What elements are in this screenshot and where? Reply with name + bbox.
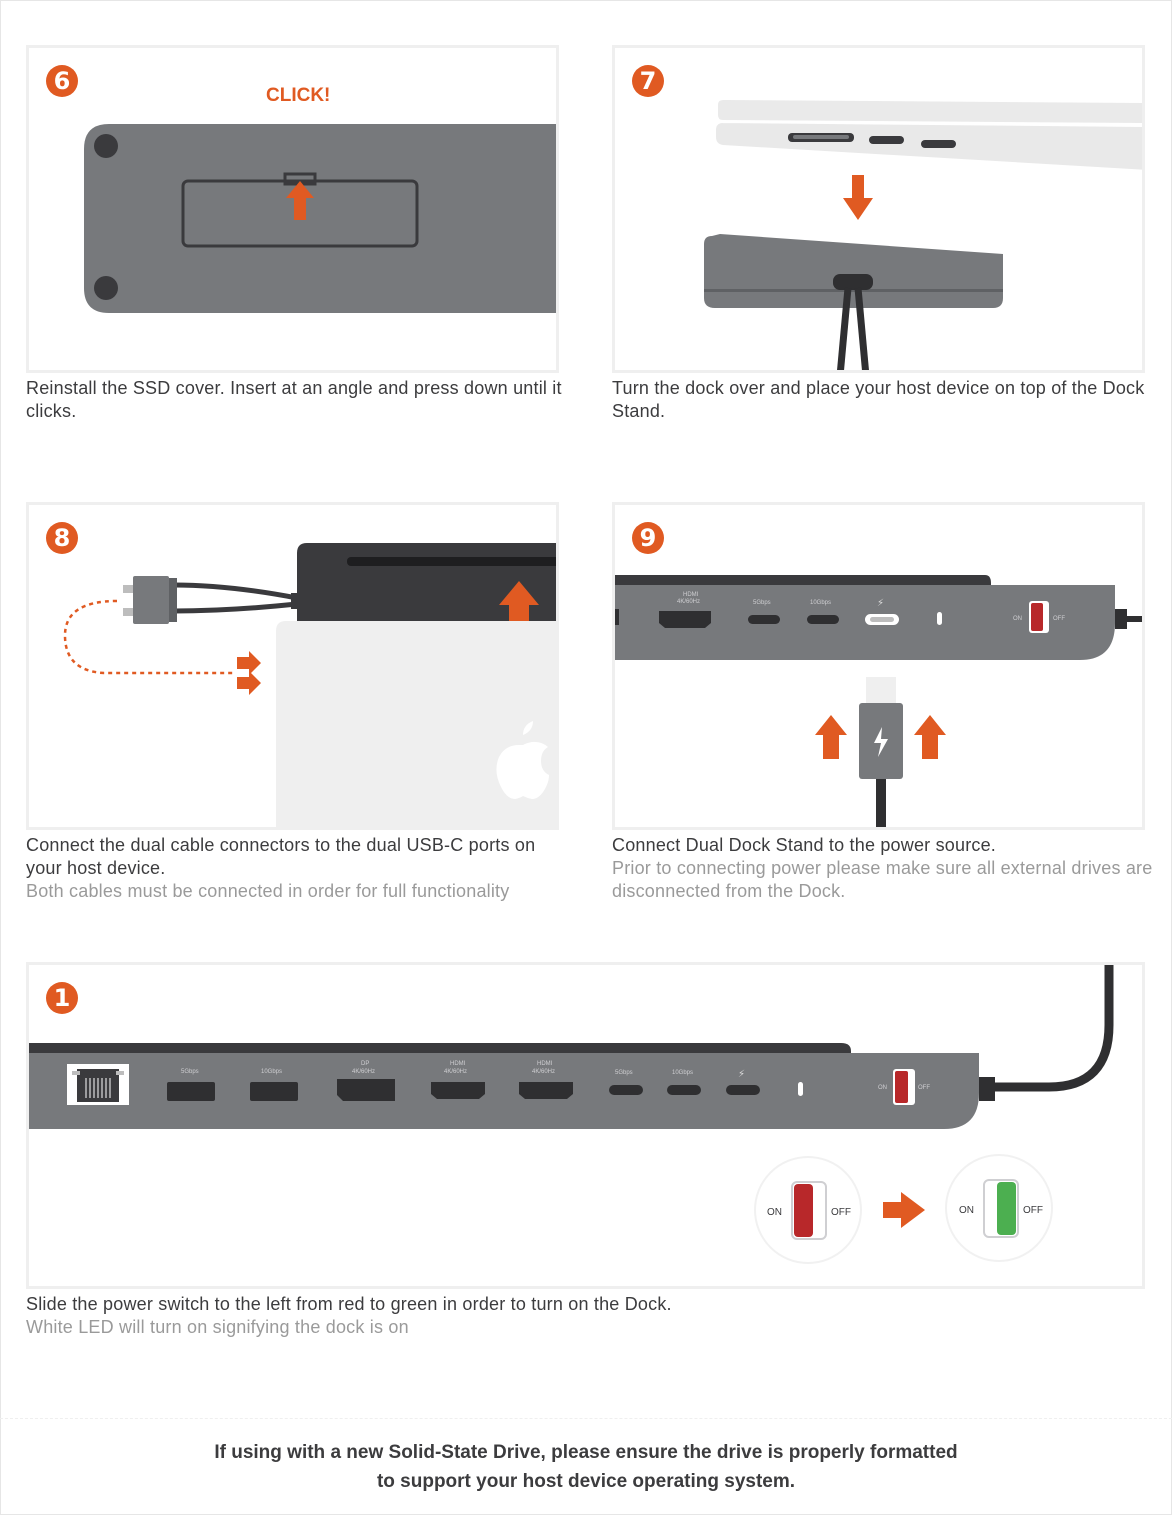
caption-note: White LED will turn on signifying the do… (26, 1317, 409, 1337)
dp-res-label: 4K/60Hz (352, 1069, 375, 1075)
lightning-icon: ⚡ (738, 1069, 745, 1080)
up-arrow-icon (286, 181, 314, 220)
step-number-badge: 7 (632, 65, 664, 97)
dashed-path-shape (63, 599, 234, 675)
step-number-badge: 8 (46, 522, 78, 554)
power-plug-shape (859, 677, 903, 827)
switch-off-label: OFF (1053, 616, 1065, 622)
footer-band (0, 1418, 1172, 1516)
caption-text: Connect Dual Dock Stand to the power sou… (612, 835, 997, 855)
detail-on-label: ON (767, 1207, 782, 1218)
step-9-caption: Connect Dual Dock Stand to the power sou… (612, 834, 1157, 903)
hdmi2-port-label: HDMI (537, 1061, 553, 1067)
lightning-icon: ⚡ (877, 598, 884, 609)
footer-line-1: If using with a new Solid-State Drive, p… (214, 1442, 958, 1463)
power-cable-shape (979, 965, 1114, 1101)
right-arrow-icon (883, 1192, 925, 1228)
step-number-badge: 6 (46, 65, 78, 97)
ssd-cover-drawing (84, 124, 556, 313)
step-8-illustration: 8 (26, 502, 559, 830)
dual-cable-drawing (63, 543, 556, 827)
caption-text: Turn the dock over and place your host d… (612, 378, 1145, 421)
step-6-illustration: 6 CLICK! (26, 45, 559, 373)
right-arrow-icon (237, 651, 261, 695)
caption-note: Both cables must be connected in order f… (26, 881, 510, 901)
dock-shape (704, 234, 1003, 370)
hdmi1-port-label: HDMI (450, 1061, 466, 1067)
ports-row: HDMI 4K/60Hz 5Gbps 10Gbps ⚡ ON OFF (659, 592, 1065, 633)
switch-off-state-detail: ON OFF (754, 1156, 862, 1264)
usbc-10gbps-label: 10Gbps (810, 600, 831, 606)
dock-top-shape (297, 543, 556, 635)
power-connect-drawing: HDMI 4K/60Hz 5Gbps 10Gbps ⚡ ON OFF (615, 575, 1142, 827)
ports-row: 5Gbps 10Gbps DP 4K/60Hz HDMI 4K/60Hz HDM… (67, 1061, 930, 1105)
power-switch-caption: Slide the power switch to the left from … (26, 1293, 1126, 1339)
footer-notice: If using with a new Solid-State Drive, p… (0, 1438, 1172, 1496)
switch-on-label: ON (878, 1085, 887, 1091)
usbc1-5gbps-label: 5Gbps (615, 1070, 633, 1076)
up-arrow-icon (815, 715, 946, 759)
detail-off-label: OFF (1023, 1205, 1043, 1216)
caption-text: Connect the dual cable connectors to the… (26, 835, 536, 878)
hdmi-res-label: 4K/60Hz (677, 599, 700, 605)
usba-10gbps-label: 10Gbps (261, 1069, 282, 1075)
dock-rear-shape (29, 1043, 979, 1129)
usbc-5gbps-label: 5Gbps (753, 600, 771, 606)
caption-note: Prior to connecting power please make su… (612, 858, 1153, 901)
caption-text: Slide the power switch to the left from … (26, 1294, 672, 1314)
laptop-shape (276, 621, 556, 827)
step-6-caption: Reinstall the SSD cover. Insert at an an… (26, 377, 566, 423)
step-9-illustration: HDMI 4K/60Hz 5Gbps 10Gbps ⚡ ON OFF 9 (612, 502, 1145, 830)
step-number-badge: 1 (46, 982, 78, 1014)
dual-connector-shape (123, 576, 299, 624)
usba-5gbps-label: 5Gbps (181, 1069, 199, 1075)
step-8-caption: Connect the dual cable connectors to the… (26, 834, 571, 903)
power-switch-illustration: 5Gbps 10Gbps DP 4K/60Hz HDMI 4K/60Hz HDM… (26, 962, 1145, 1289)
hdmi1-res-label: 4K/60Hz (444, 1069, 467, 1075)
switch-off-label: OFF (918, 1085, 930, 1091)
usbc2-10gbps-label: 10Gbps (672, 1070, 693, 1076)
down-arrow-icon (843, 175, 873, 220)
hdmi-port-label: HDMI (683, 592, 699, 598)
caption-text: Reinstall the SSD cover. Insert at an an… (26, 378, 562, 421)
detail-off-label: OFF (831, 1207, 851, 1218)
laptop-on-dock-drawing (704, 100, 1142, 370)
dock-rear-full-drawing: 5Gbps 10Gbps DP 4K/60Hz HDMI 4K/60Hz HDM… (29, 965, 1114, 1264)
step-7-caption: Turn the dock over and place your host d… (612, 377, 1152, 423)
detail-on-label: ON (959, 1205, 974, 1216)
switch-on-label: ON (1013, 616, 1022, 622)
hdmi2-res-label: 4K/60Hz (532, 1069, 555, 1075)
click-label: CLICK! (266, 85, 331, 106)
step-7-illustration: 7 (612, 45, 1145, 373)
up-arrow-icon (499, 581, 539, 623)
apple-logo-icon (496, 721, 549, 799)
step-number-badge: 9 (632, 522, 664, 554)
laptop-shape (716, 100, 1142, 170)
switch-on-state-detail: ON OFF (945, 1154, 1053, 1262)
footer-line-2: to support your host device operating sy… (376, 1471, 796, 1492)
dock-rear-shape (615, 575, 1142, 660)
dp-port-label: DP (361, 1061, 369, 1067)
